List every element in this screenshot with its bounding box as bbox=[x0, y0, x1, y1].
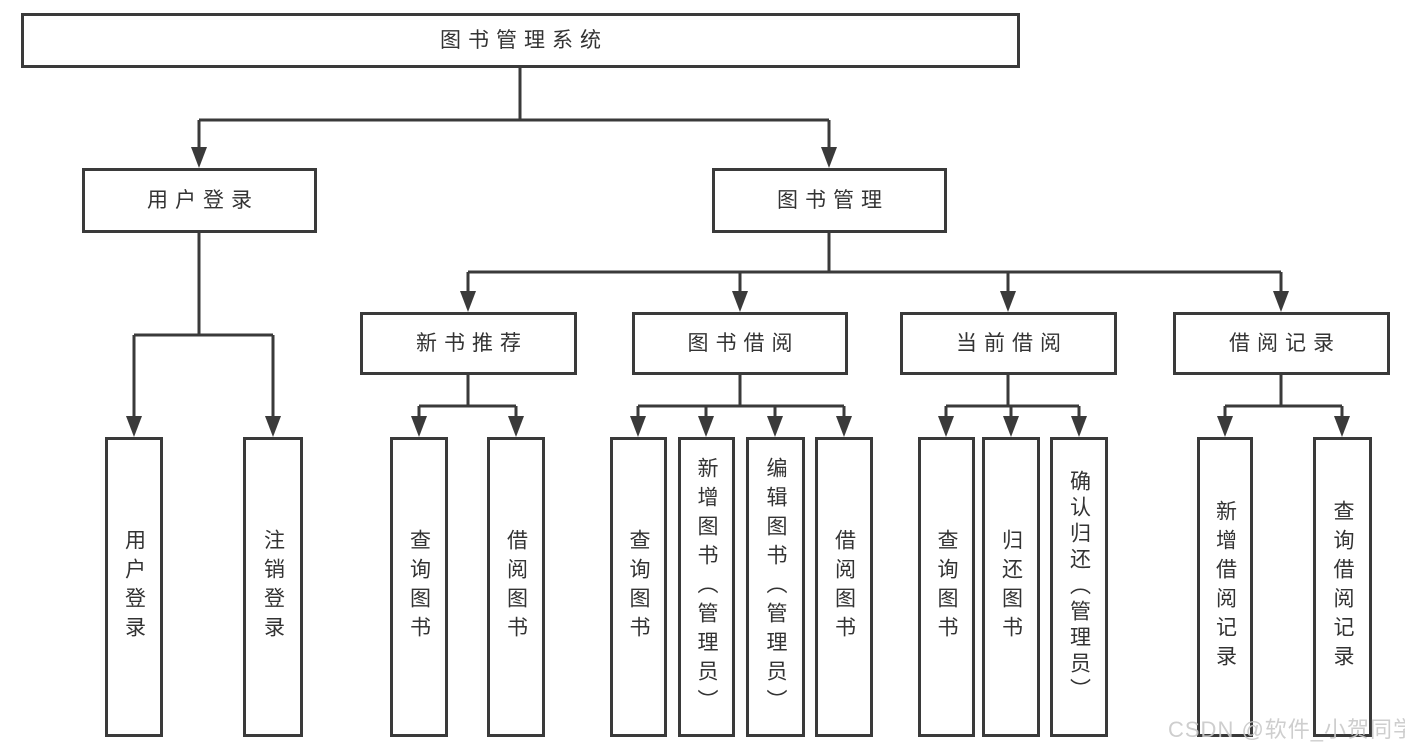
node-library-system: 图书管理系统 bbox=[21, 13, 1020, 68]
arrowhead bbox=[1273, 291, 1289, 312]
leaf-query-books-borrowing-label: 查询图书 bbox=[627, 529, 650, 645]
leaf-confirm-return-admin: 确认归还（管理员） bbox=[1050, 437, 1108, 737]
leaf-edit-books-admin-label: 编辑图书（管理员） bbox=[764, 456, 787, 718]
leaf-logout-login-label: 注销登录 bbox=[261, 529, 285, 645]
leaf-add-books-admin-label: 新增图书（管理员） bbox=[695, 456, 718, 718]
leaf-query-borrow-record: 查询借阅记录 bbox=[1313, 437, 1372, 737]
leaf-borrow-books-borrowing: 借阅图书 bbox=[815, 437, 873, 737]
node-library-system-label: 图书管理系统 bbox=[440, 29, 608, 52]
node-book-management-label: 图书管理 bbox=[777, 189, 889, 212]
arrowhead bbox=[1334, 416, 1350, 437]
arrowhead bbox=[767, 416, 783, 437]
watermark: CSDN @软件_小贺同学 bbox=[1168, 717, 1405, 742]
arrowhead bbox=[836, 416, 852, 437]
leaf-query-books-current: 查询图书 bbox=[918, 437, 975, 737]
node-new-book-recommendation: 新书推荐 bbox=[360, 312, 577, 375]
arrowhead bbox=[508, 416, 524, 437]
arrowhead bbox=[191, 147, 207, 168]
connector-book-borrow-branch bbox=[636, 375, 846, 421]
connector-book-management-branch bbox=[466, 233, 1283, 296]
node-book-management: 图书管理 bbox=[712, 168, 947, 233]
leaf-edit-books-admin: 编辑图书（管理员） bbox=[746, 437, 805, 737]
node-current-borrowing-label: 当前借阅 bbox=[956, 332, 1068, 355]
leaf-confirm-return-admin-label: 确认归还（管理员） bbox=[1067, 470, 1091, 704]
leaf-add-borrow-record-label: 新增借阅记录 bbox=[1213, 500, 1237, 674]
leaf-query-books-recommend: 查询图书 bbox=[390, 437, 448, 737]
arrowheads bbox=[126, 147, 1350, 437]
leaf-add-borrow-record: 新增借阅记录 bbox=[1197, 437, 1253, 737]
arrowhead bbox=[460, 291, 476, 312]
arrowhead bbox=[265, 416, 281, 437]
node-borrowing-records: 借阅记录 bbox=[1173, 312, 1390, 375]
arrowhead bbox=[630, 416, 646, 437]
connector-root-to-level2 bbox=[197, 68, 831, 152]
connector-borrow-records-branch bbox=[1223, 375, 1344, 421]
leaf-query-books-recommend-label: 查询图书 bbox=[407, 529, 431, 645]
arrowhead bbox=[1003, 416, 1019, 437]
leaf-return-books-label: 归还图书 bbox=[999, 529, 1023, 645]
arrowhead bbox=[1071, 416, 1087, 437]
arrowhead bbox=[732, 291, 748, 312]
arrowhead bbox=[1000, 291, 1016, 312]
leaf-return-books: 归还图书 bbox=[982, 437, 1040, 737]
arrowhead bbox=[698, 416, 714, 437]
connector-user-login-branch bbox=[132, 233, 275, 421]
node-current-borrowing: 当前借阅 bbox=[900, 312, 1117, 375]
leaf-borrow-books-borrowing-label: 借阅图书 bbox=[832, 529, 856, 645]
leaf-user-login: 用户登录 bbox=[105, 437, 163, 737]
node-book-borrowing: 图书借阅 bbox=[632, 312, 848, 375]
arrowhead bbox=[938, 416, 954, 437]
arrowhead bbox=[411, 416, 427, 437]
leaf-borrow-books-recommend: 借阅图书 bbox=[487, 437, 545, 737]
leaf-logout-login: 注销登录 bbox=[243, 437, 303, 737]
arrowhead bbox=[821, 147, 837, 168]
node-book-borrowing-label: 图书借阅 bbox=[687, 332, 800, 355]
leaf-query-books-borrowing: 查询图书 bbox=[610, 437, 667, 737]
node-user-login-label: 用户登录 bbox=[147, 189, 259, 212]
arrowhead bbox=[126, 416, 142, 437]
connector-new-book-branch bbox=[417, 375, 518, 421]
leaf-user-login-label: 用户登录 bbox=[122, 529, 146, 645]
leaf-borrow-books-recommend-label: 借阅图书 bbox=[504, 529, 528, 645]
arrowhead bbox=[1217, 416, 1233, 437]
leaf-query-borrow-record-label: 查询借阅记录 bbox=[1331, 500, 1354, 674]
node-user-login: 用户登录 bbox=[82, 168, 317, 233]
node-new-book-recommendation-label: 新书推荐 bbox=[416, 332, 528, 355]
leaf-add-books-admin: 新增图书（管理员） bbox=[678, 437, 735, 737]
node-borrowing-records-label: 借阅记录 bbox=[1229, 332, 1341, 355]
leaf-query-books-current-label: 查询图书 bbox=[935, 529, 958, 645]
connector-current-borrow-branch bbox=[944, 375, 1081, 421]
